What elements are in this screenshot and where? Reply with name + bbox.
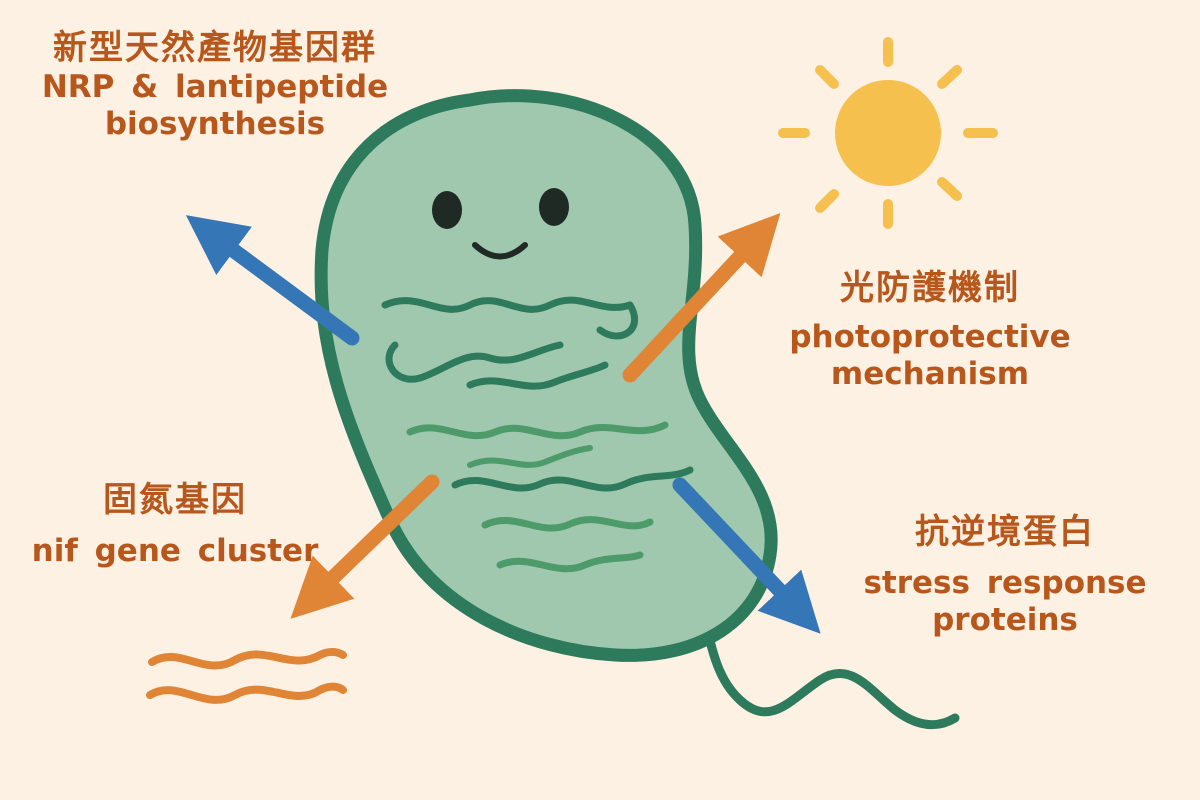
flagellum: [700, 615, 960, 730]
label-photo-zh: 光防護機制: [840, 268, 1020, 308]
internal-waves: [381, 296, 694, 573]
arrow-to-photoprotection: [622, 213, 781, 383]
arrow-to-nrp: [185, 215, 360, 346]
label-nrp-en-line2: biosynthesis: [104, 105, 326, 142]
label-nrp-en-line1: NRP & lantipeptide: [41, 68, 389, 105]
label-photo-en-line1: photoprotective: [789, 318, 1071, 355]
label-nif-zh: 固氮基因: [103, 480, 247, 520]
arrow-to-nif: [290, 474, 440, 619]
label-stress: 抗逆境蛋白 stress response proteins: [840, 512, 1170, 639]
cell-face: [432, 188, 569, 260]
arrow-to-stress: [672, 477, 821, 634]
dna-wave-icon: [146, 648, 347, 704]
sun-icon: [778, 37, 998, 229]
label-photo: 光防護機制 photoprotective mechanism: [770, 268, 1090, 393]
label-stress-en-line2: proteins: [932, 601, 1078, 638]
label-photo-en-line2: mechanism: [830, 355, 1030, 392]
label-nrp-zh: 新型天然產物基因群: [53, 28, 377, 68]
label-stress-zh: 抗逆境蛋白: [915, 512, 1095, 552]
label-nif: 固氮基因 nif gene cluster: [10, 480, 340, 570]
label-nrp: 新型天然產物基因群 NRP & lantipeptide biosynthesi…: [20, 28, 410, 143]
label-nif-en-line1: nif gene cluster: [31, 532, 319, 569]
label-stress-en-line1: stress response: [863, 564, 1147, 601]
cyanobacterium-cell: [314, 89, 778, 662]
